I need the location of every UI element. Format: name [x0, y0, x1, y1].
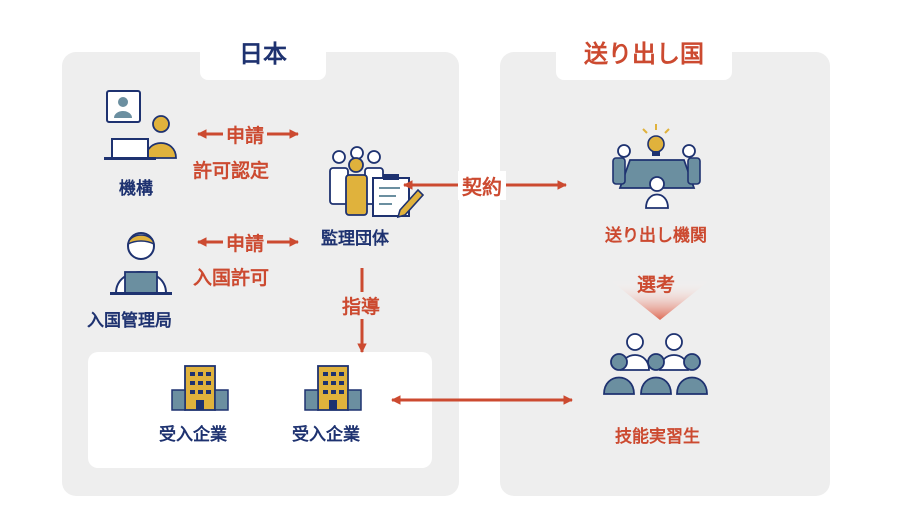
immigration-officer-icon	[110, 232, 172, 295]
company-building-icon-2	[304, 365, 362, 411]
kikou-label: 機構	[119, 179, 153, 199]
supervising-organization-label: 監理団体	[321, 229, 389, 249]
organization-person-icon	[104, 90, 177, 160]
kikou-apply-label: 申請	[223, 121, 268, 148]
immigration-bureau-label: 入国管理局	[87, 311, 172, 331]
selection-gradient-arrow	[610, 280, 710, 320]
host-companies-box	[88, 352, 432, 468]
sending-organization-label: 送り出し機関	[605, 226, 707, 246]
supervising-group-icon	[329, 146, 425, 219]
sending-country-panel	[500, 52, 830, 496]
meeting-lightbulb-icon	[612, 124, 701, 209]
selection-label: 選考	[637, 274, 676, 296]
immigration-permit-label: 入国許可	[193, 267, 270, 289]
sending-country-region-title: 送り出し国	[556, 28, 732, 80]
japan-region-title: 日本	[200, 28, 326, 80]
guidance-label: 指導	[339, 292, 384, 319]
host-company-label-1: 受入企業	[159, 425, 227, 445]
immigration-apply-label: 申請	[223, 229, 268, 256]
host-company-label-2: 受入企業	[292, 425, 360, 445]
company-building-icon-1	[171, 365, 229, 411]
trainees-group-icon	[603, 333, 708, 395]
technical-intern-trainee-label: 技能実習生	[615, 427, 700, 447]
contract-label: 契約	[458, 171, 506, 200]
kikou-approval-label: 許可認定	[193, 160, 270, 182]
